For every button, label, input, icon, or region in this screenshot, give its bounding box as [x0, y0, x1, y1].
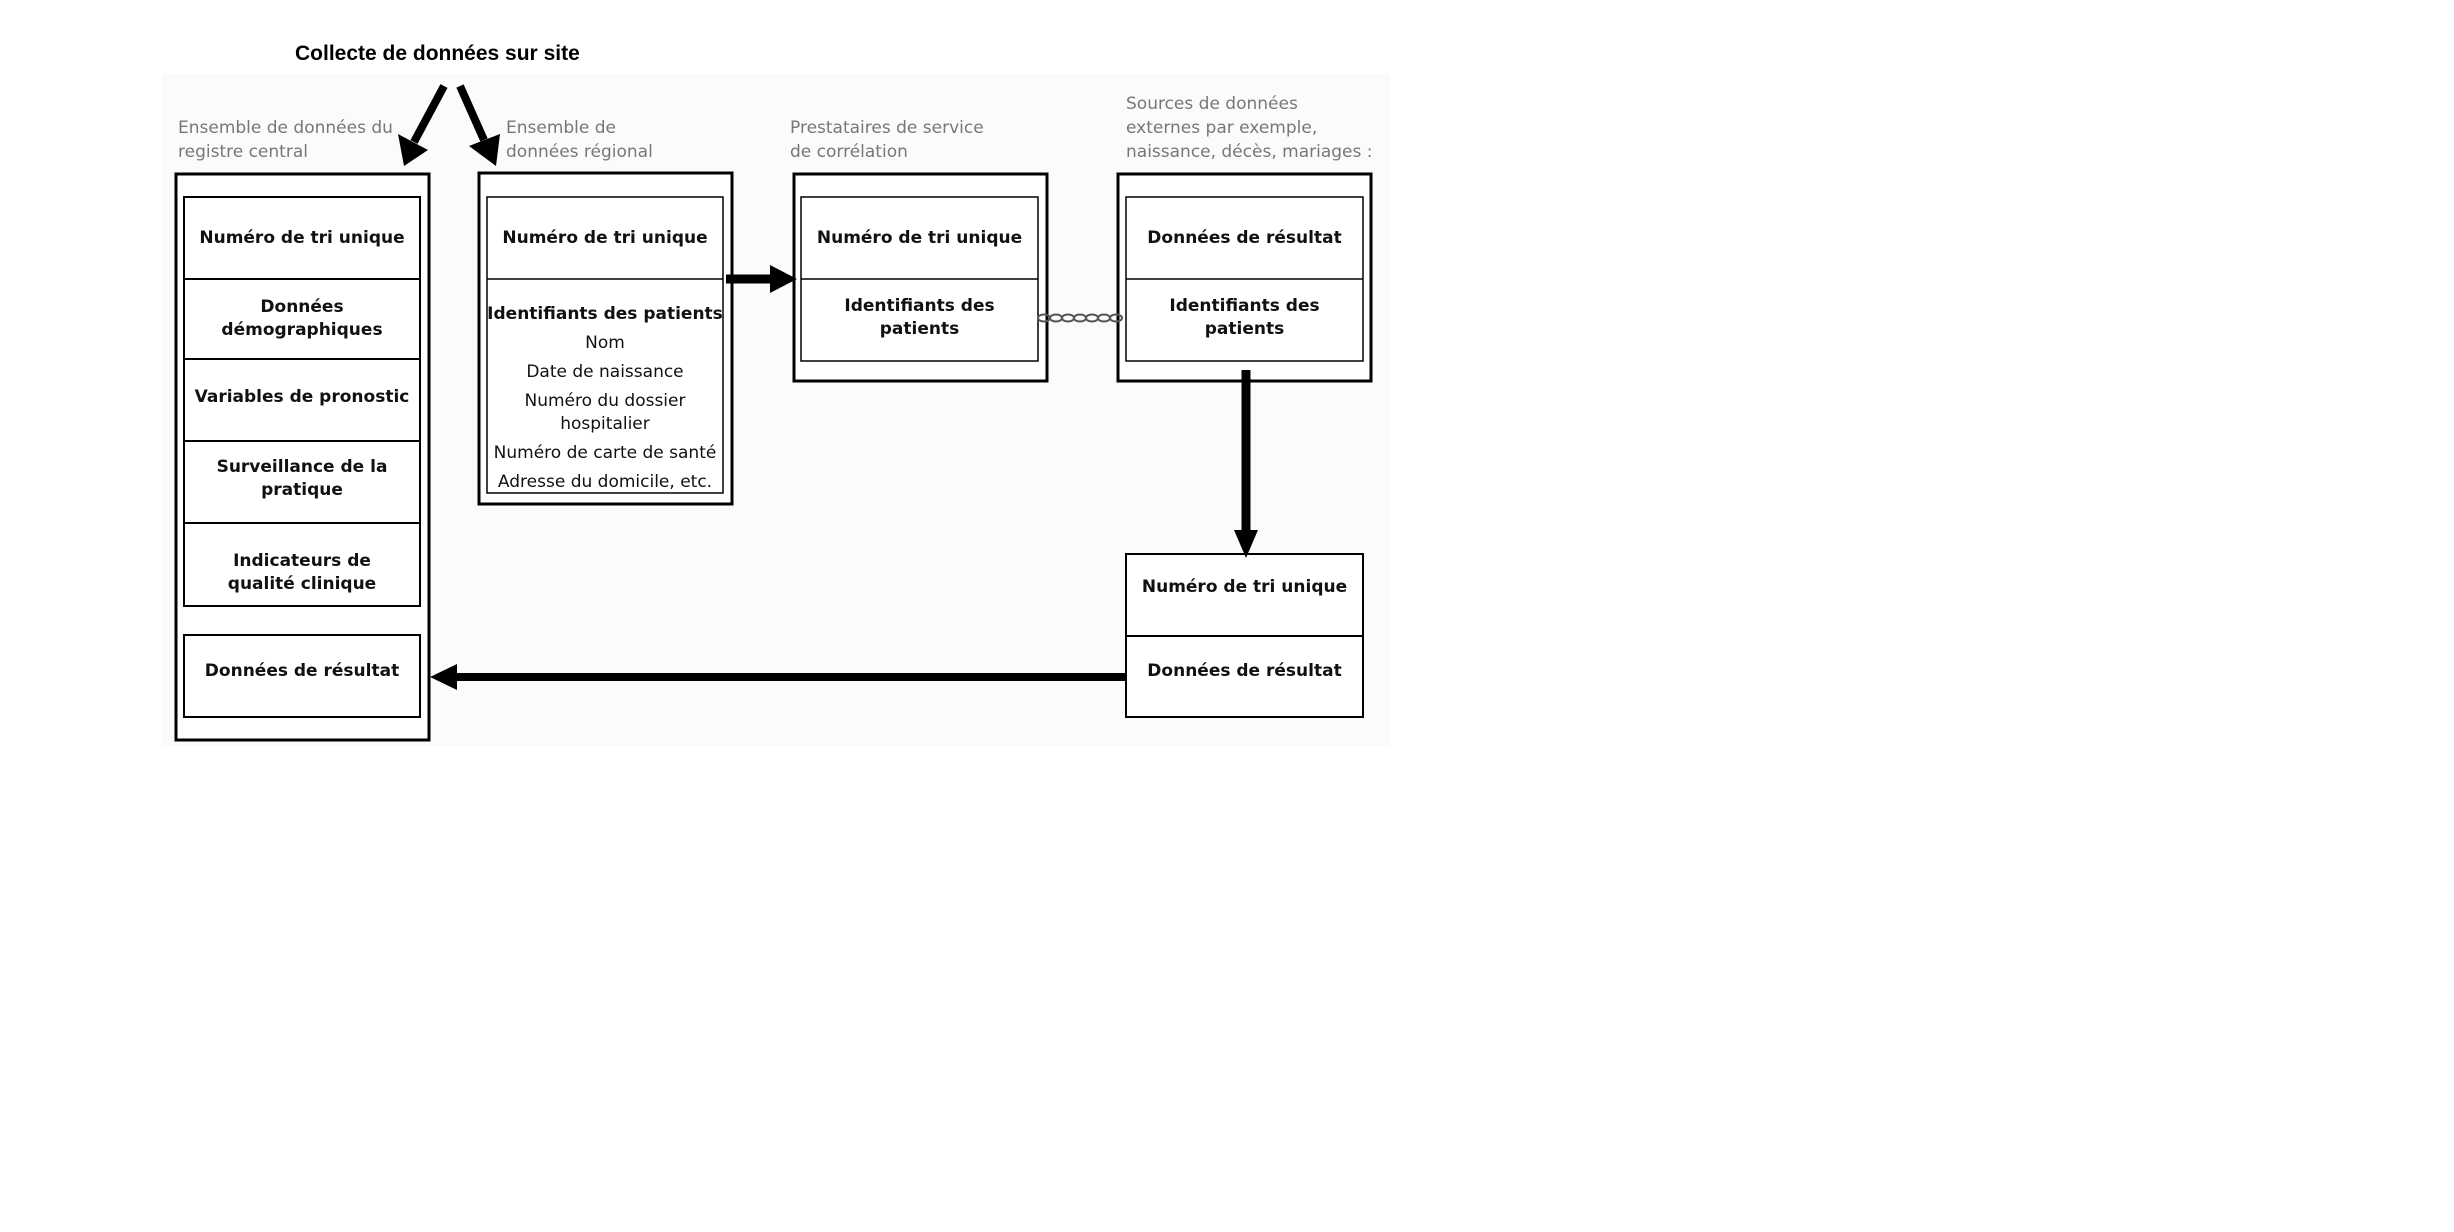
arrow-regional-to-correlation: [726, 265, 797, 293]
diagram-lines: [174, 84, 1373, 742]
correlation-cell-unique-number: Numéro de tri unique: [816, 227, 1023, 248]
central-cell-unique-number: Numéro de tri unique: [199, 227, 405, 248]
central-outcome-frame: [183, 634, 421, 718]
external-cell-outcome: Données de résultat: [1147, 227, 1342, 248]
caption-external: Sources de données externes par exemple,…: [1126, 92, 1373, 164]
caption-line: registre central: [178, 142, 308, 162]
caption-regional: Ensemble de données régional: [506, 116, 653, 164]
caption-line: données régional: [506, 142, 653, 162]
regional-inner-frame: [486, 196, 724, 494]
central-cell-outcome: Données de résultat: [204, 660, 400, 681]
patient-id-item: Numéro du dossier hospitalier: [524, 391, 686, 434]
arrow-to-regional: [456, 84, 500, 166]
caption-line: Ensemble de données du: [178, 118, 393, 138]
patient-id-item: Nom: [585, 333, 625, 353]
diagram-canvas: Collecte de données sur site Ensemble de…: [0, 0, 1548, 796]
caption-line: externes par exemple,: [1126, 118, 1318, 138]
caption-line: Prestataires de service: [790, 118, 984, 138]
regional-box-frame: [477, 171, 734, 506]
correlation-cell-patient-ids: Identifiants des patients: [844, 296, 995, 339]
central-box-frame: [174, 172, 431, 742]
central-cell-quality-indicators: Indicateurs de qualité clinique: [227, 551, 377, 594]
central-inner-frame: [183, 196, 421, 607]
result-cell-unique-number: Numéro de tri unique: [1141, 576, 1348, 597]
result-cell-outcome: Données de résultat: [1147, 660, 1342, 681]
caption-correlation: Prestataires de service de corrélation: [790, 116, 984, 164]
regional-patient-ids: Identifiants des patients Nom Date de na…: [487, 296, 723, 500]
external-cell-patient-ids: Identifiants des patients: [1169, 296, 1320, 339]
regional-patient-ids-title: Identifiants des patients: [487, 304, 723, 324]
central-cell-demographics: Données démographiques: [221, 297, 383, 340]
patient-id-item: Adresse du domicile, etc.: [497, 472, 713, 492]
central-cell-prognosis: Variables de pronostic: [194, 386, 410, 407]
arrow-external-to-result: [1234, 370, 1258, 558]
caption-line: Ensemble de: [506, 118, 617, 138]
correlation-box-frame: [792, 172, 1049, 383]
regional-cell-unique-number: Numéro de tri unique: [502, 227, 708, 248]
caption-line: Sources de données: [1126, 94, 1298, 114]
external-box-frame: [1116, 172, 1373, 383]
chain-link: [1037, 313, 1123, 323]
arrow-to-central: [398, 84, 448, 166]
caption-line: naissance, décès, mariages :: [1126, 142, 1373, 162]
patient-id-item: Date de naissance: [526, 362, 684, 382]
caption-central: Ensemble de données du registre central: [178, 116, 393, 164]
patient-id-item: Numéro de carte de santé: [493, 443, 717, 463]
caption-line: de corrélation: [790, 142, 908, 162]
diagram-heading: Collecte de données sur site: [295, 42, 580, 65]
central-cell-practice-monitoring: Surveillance de la pratique: [216, 457, 388, 500]
arrow-result-to-central: [430, 664, 1126, 690]
